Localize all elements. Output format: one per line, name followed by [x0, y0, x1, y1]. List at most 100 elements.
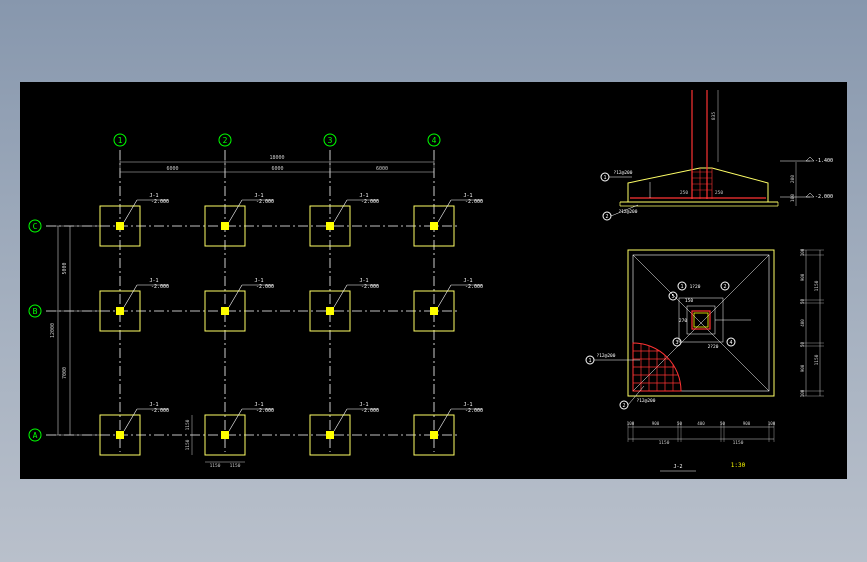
section-dim-step-2: 250: [715, 190, 723, 196]
detail-callout-2: [720, 281, 730, 291]
detail-dim-bottom-total-2: 1150: [733, 440, 744, 446]
dim-bay-height-1: 5000: [62, 262, 68, 274]
detail-dim-bottom-5: 50: [720, 421, 726, 426]
detail-column: [693, 312, 709, 328]
detail-pedestal-mid: [686, 305, 716, 335]
detail-footing-outer: [627, 249, 775, 397]
leader-C3: [333, 199, 348, 223]
detail-callout-4: [726, 337, 736, 347]
detail-dim-right-4: 400: [800, 319, 805, 327]
leader-A4: [437, 408, 452, 432]
detail-marker-2-num: 2: [622, 403, 625, 409]
axis-bubble-C: [28, 219, 42, 233]
detail-col-label-3: 150: [685, 298, 693, 304]
axis-bubble-4: [427, 133, 441, 147]
axis-label-C: C: [33, 222, 38, 231]
axis-label-B: B: [33, 307, 38, 316]
section-dim-step-1: 250: [680, 190, 688, 196]
detail-callout-num-2: 2: [723, 284, 726, 290]
footing-level-A2: -2.000: [256, 408, 274, 414]
footing-B1: [99, 290, 141, 332]
axis-bubble-1: [113, 133, 127, 147]
axis-label-A: A: [33, 431, 38, 440]
footing-C1: [99, 205, 141, 247]
column-A1: [116, 431, 124, 439]
detail-dim-right-2: 900: [800, 273, 805, 281]
detail-marker-1-num: 1: [588, 358, 591, 364]
dim-footing-x-1: 1150: [210, 463, 221, 469]
detail-dim-bottom-6: 900: [743, 421, 751, 426]
footing-level-C3: -2.000: [361, 199, 379, 205]
footing-B2: [204, 290, 246, 332]
leader-C2: [228, 199, 243, 223]
footing-C3: [309, 205, 351, 247]
footing-label-B4: J-1: [463, 278, 472, 284]
axis-bubble-A: [28, 428, 42, 442]
column-B3: [326, 307, 334, 315]
footing-level-B4: -2.000: [465, 284, 483, 290]
detail-dim-right-total-1: 1150: [814, 280, 820, 291]
footing-C4: [413, 205, 455, 247]
level-mark-bottom: [805, 192, 815, 198]
detail-callout-num-1: 1: [680, 284, 683, 290]
level-mark-top: [805, 156, 815, 162]
leader-A2: [228, 408, 243, 432]
detail-dim-bottom-2: 900: [652, 421, 660, 426]
column-B2: [221, 307, 229, 315]
dim-footing-y-1: 1150: [185, 419, 191, 430]
footing-A4: [413, 414, 455, 456]
axis-bubble-B: [28, 304, 42, 318]
section-marker-1-num: 1: [603, 175, 606, 181]
column-B1: [116, 307, 124, 315]
column-C4: [430, 222, 438, 230]
footing-B4: [413, 290, 455, 332]
detail-dim-right-total-2: 1150: [814, 354, 820, 365]
footing-level-B2: -2.000: [256, 284, 274, 290]
footing-A1: [99, 414, 141, 456]
axis-label-4: 4: [432, 136, 437, 145]
dim-bay-height-2: 7000: [62, 367, 68, 379]
footing-level-B3: -2.000: [361, 284, 379, 290]
column-C1: [116, 222, 124, 230]
section-footing-outline: [627, 167, 769, 203]
footing-label-C4: J-1: [463, 193, 472, 199]
footing-label-C3: J-1: [359, 193, 368, 199]
detail-dim-bottom-total-1: 1150: [659, 440, 670, 446]
dim-overall-height: 12000: [50, 323, 56, 338]
detail-dim-bottom-1: 100: [627, 421, 635, 426]
detail-scale: 1:30: [731, 462, 746, 469]
footing-label-B2: J-1: [254, 278, 263, 284]
dim-overall-width: 18000: [269, 155, 284, 161]
detail-footing-inner: [632, 254, 770, 392]
footing-B3: [309, 290, 351, 332]
footing-label-C1: J-1: [149, 193, 158, 199]
detail-dim-right-7: 100: [800, 389, 805, 397]
column-A2: [221, 431, 229, 439]
axis-label-2: 2: [223, 136, 228, 145]
detail-callout-5: [668, 291, 678, 301]
detail-column-rebar: [691, 310, 711, 330]
detail-dim-bottom-4: 400: [697, 421, 705, 426]
axis-bubble-3: [323, 133, 337, 147]
detail-title: J-2: [673, 464, 682, 470]
detail-callout-3: [672, 337, 682, 347]
dim-bay-width-1: 6000: [166, 166, 178, 172]
leader-A3: [333, 408, 348, 432]
footing-label-A2: J-1: [254, 402, 263, 408]
detail-mesh-outline: [632, 342, 682, 392]
detail-marker-2-leader: [627, 385, 645, 406]
footing-label-B1: J-1: [149, 278, 158, 284]
dim-footing-x-2: 1150: [230, 463, 241, 469]
axis-bubble-2: [218, 133, 232, 147]
footing-label-C2: J-1: [254, 193, 263, 199]
detail-dim-right-1: 100: [800, 248, 805, 256]
leader-C4: [437, 199, 452, 223]
column-A4: [430, 431, 438, 439]
dim-bay-width-3: 6000: [376, 166, 388, 172]
section-marker-2-label: ?12@200: [619, 209, 638, 215]
leader-A1: [123, 408, 138, 432]
detail-callout-num-4: 4: [729, 340, 732, 346]
leader-B1: [123, 284, 138, 308]
column-A3: [326, 431, 334, 439]
